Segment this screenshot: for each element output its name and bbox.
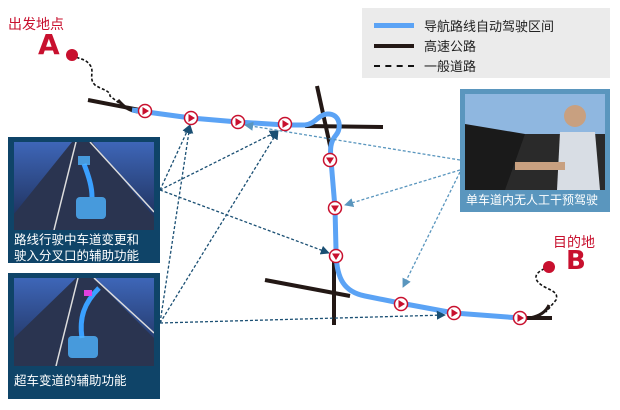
lane-change-caption: 路线行驶中车道变更和 驶入分叉口的辅助功能 xyxy=(14,232,139,264)
arrow xyxy=(159,189,330,255)
route-swatch xyxy=(374,23,414,28)
local-road-swatch xyxy=(374,64,414,67)
lane-change-panel: 路线行驶中车道变更和 驶入分叉口的辅助功能 xyxy=(8,137,160,263)
legend: 导航路线自动驾驶区间 高速公路 一般道路 xyxy=(362,8,610,78)
direction-marker xyxy=(327,200,343,216)
driver-photo xyxy=(465,94,605,190)
end-label: 目的地 xyxy=(553,235,595,251)
direction-marker xyxy=(446,305,462,321)
direction-marker xyxy=(393,296,409,312)
caption-line: 路线行驶中车道变更和 xyxy=(14,232,140,247)
end-letter: B xyxy=(566,246,586,276)
hands-off-panel: 单车道内无人工干预驾驶 xyxy=(460,89,610,212)
direction-marker xyxy=(277,116,293,132)
direction-marker xyxy=(137,103,153,119)
start-label: 出发地点 xyxy=(8,17,64,33)
highway-cross-west xyxy=(264,278,351,298)
direction-marker xyxy=(183,110,199,126)
arrow xyxy=(159,124,191,191)
direction-marker xyxy=(328,248,344,264)
end-point xyxy=(543,261,555,273)
autopilot-route xyxy=(131,107,521,321)
lane-change-image xyxy=(14,142,154,230)
caption-line: 驶入分叉口的辅助功能 xyxy=(14,248,140,263)
start-point xyxy=(66,49,78,61)
local-road-start xyxy=(71,54,129,111)
direction-marker xyxy=(322,152,338,168)
overtake-image xyxy=(14,278,154,366)
highway-east xyxy=(304,124,384,129)
overtake-caption: 超车变道的辅助功能 xyxy=(14,373,127,388)
direction-marker xyxy=(230,114,246,130)
local-road-end xyxy=(535,266,558,313)
highway-swatch xyxy=(374,43,414,48)
direction-marker xyxy=(512,310,528,326)
overtake-panel: 超车变道的辅助功能 xyxy=(8,273,160,399)
arrow xyxy=(159,310,446,324)
callout-arrows-dark xyxy=(159,124,446,324)
arrow xyxy=(244,121,461,161)
direction-markers xyxy=(137,103,528,326)
legend-item-route: 导航路线自动驾驶区间 xyxy=(374,16,554,35)
legend-label: 导航路线自动驾驶区间 xyxy=(424,20,555,35)
legend-label: 高速公路 xyxy=(424,40,477,55)
ramp-end xyxy=(529,304,551,320)
arrow xyxy=(402,171,461,288)
arrow xyxy=(344,169,461,207)
arrow xyxy=(159,124,194,324)
start-letter: A xyxy=(38,28,60,61)
highway-north xyxy=(315,85,333,151)
legend-label: 一般道路 xyxy=(424,60,477,75)
arrow xyxy=(159,130,279,324)
hands-off-caption: 单车道内无人工干预驾驶 xyxy=(466,193,599,207)
callout-arrows-light xyxy=(244,121,461,288)
legend-item-local: 一般道路 xyxy=(374,56,476,75)
legend-item-highway: 高速公路 xyxy=(374,36,476,55)
arrow xyxy=(159,130,279,191)
